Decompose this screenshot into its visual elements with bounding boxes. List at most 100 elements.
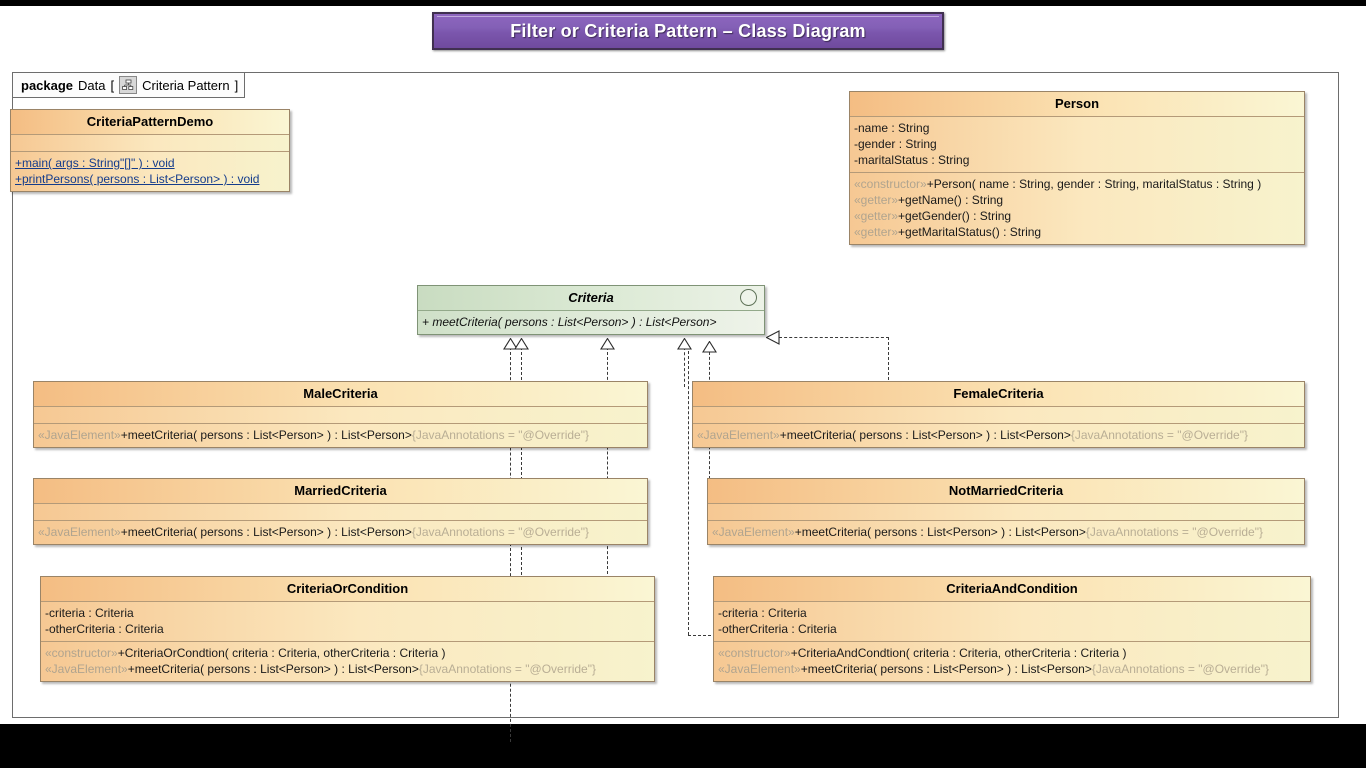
class-name-notmarriedcriteria: NotMarriedCriteria xyxy=(708,479,1304,504)
annotation-label: {JavaAnnotations = "@Override"} xyxy=(1091,662,1269,676)
interface-ball-icon xyxy=(740,289,757,306)
stereotype-label: «JavaElement» xyxy=(697,428,780,442)
method-row: «constructor»+CriteriaOrCondtion( criter… xyxy=(45,645,650,661)
attributes-compartment-criteriaandcondition: -criteria : Criteria -otherCriteria : Cr… xyxy=(714,602,1310,642)
class-name-criteriapatterndemo: CriteriaPatternDemo xyxy=(11,110,289,135)
attribute-row: -otherCriteria : Criteria xyxy=(718,622,837,636)
method-signature: +CriteriaOrCondtion( criteria : Criteria… xyxy=(117,646,446,660)
method-signature: +meetCriteria( persons : List<Person> ) … xyxy=(120,525,412,539)
method-row: «constructor»+Person( name : String, gen… xyxy=(854,176,1300,192)
class-box-person[interactable]: Person -name : String -gender : String -… xyxy=(849,91,1305,245)
class-box-femalecriteria[interactable]: FemaleCriteria «JavaElement»+meetCriteri… xyxy=(692,381,1305,448)
attribute-row: -criteria : Criteria xyxy=(45,606,134,620)
generalization-arrowhead-female xyxy=(677,337,692,355)
method-signature: +getName() : String xyxy=(898,193,1004,207)
realization-orcondition-criteria xyxy=(607,347,608,579)
class-box-criteriaorcondition[interactable]: CriteriaOrCondition -criteria : Criteria… xyxy=(40,576,655,682)
methods-compartment-notmarriedcriteria: «JavaElement»+meetCriteria( persons : Li… xyxy=(708,521,1304,544)
class-name-femalecriteria: FemaleCriteria xyxy=(693,382,1304,407)
method-signature: +meetCriteria( persons : List<Person> ) … xyxy=(800,662,1092,676)
methods-compartment-malecriteria: «JavaElement»+meetCriteria( persons : Li… xyxy=(34,424,647,447)
generalization-arrowhead-male xyxy=(503,337,518,355)
class-name-marriedcriteria: MarriedCriteria xyxy=(34,479,647,504)
interface-name-criteria: Criteria xyxy=(418,286,764,311)
method-row: «JavaElement»+meetCriteria( persons : Li… xyxy=(38,427,643,443)
stereotype-label: «constructor» xyxy=(718,646,791,660)
stereotype-label: «JavaElement» xyxy=(712,525,795,539)
annotation-label: {JavaAnnotations = "@Override"} xyxy=(418,662,596,676)
stereotype-label: «JavaElement» xyxy=(718,662,801,676)
package-bracket-open: [ xyxy=(110,77,115,93)
method-signature: +getGender() : String xyxy=(898,209,1012,223)
realization-andcondition-vertical xyxy=(888,337,889,385)
methods-compartment-criteria: + meetCriteria( persons : List<Person> )… xyxy=(418,311,764,334)
attribute-row: -criteria : Criteria xyxy=(718,606,807,620)
methods-compartment-femalecriteria: «JavaElement»+meetCriteria( persons : Li… xyxy=(693,424,1304,447)
method-row: «getter»+getName() : String xyxy=(854,192,1300,208)
attributes-compartment-malecriteria xyxy=(34,407,647,424)
class-name-criteriaorcondition: CriteriaOrCondition xyxy=(41,577,654,602)
stereotype-label: «constructor» xyxy=(45,646,118,660)
page-title: Filter or Criteria Pattern – Class Diagr… xyxy=(510,20,866,41)
package-header-tab: package Data [ Criteria Pattern ] xyxy=(12,72,246,98)
attributes-compartment-notmarriedcriteria xyxy=(708,504,1304,521)
methods-compartment-criteriapatterndemo: +main( args : String"[]" ) : void +print… xyxy=(11,152,289,191)
stereotype-label: «getter» xyxy=(854,193,899,207)
methods-compartment-criteriaandcondition: «constructor»+CriteriaAndCondtion( crite… xyxy=(714,642,1310,681)
diagram-title-banner: Filter or Criteria Pattern – Class Diagr… xyxy=(432,12,944,50)
method-signature: +meetCriteria( persons : List<Person> ) … xyxy=(120,428,412,442)
annotation-label: {JavaAnnotations = "@Override"} xyxy=(411,525,589,539)
method-signature: +meetCriteria( persons : List<Person> ) … xyxy=(779,428,1071,442)
class-box-marriedcriteria[interactable]: MarriedCriteria «JavaElement»+meetCriter… xyxy=(33,478,648,545)
annotation-label: {JavaAnnotations = "@Override"} xyxy=(1085,525,1263,539)
method-row: «JavaElement»+meetCriteria( persons : Li… xyxy=(697,427,1300,443)
annotation-label: {JavaAnnotations = "@Override"} xyxy=(1070,428,1248,442)
class-box-criteriapatterndemo[interactable]: CriteriaPatternDemo +main( args : String… xyxy=(10,109,290,192)
realization-andcondition-horizontal-bottom xyxy=(688,635,716,636)
method-row: +printPersons( persons : List<Person> ) … xyxy=(15,172,260,186)
package-name: Data xyxy=(78,77,106,93)
generalization-arrowhead-married xyxy=(514,337,529,355)
method-row: «getter»+getMaritalStatus() : String xyxy=(854,224,1300,240)
package-bracket-close: ] xyxy=(234,77,239,93)
class-name-criteriaandcondition: CriteriaAndCondition xyxy=(714,577,1310,602)
class-box-criteriaandcondition[interactable]: CriteriaAndCondition -criteria : Criteri… xyxy=(713,576,1311,682)
realization-married-criteria xyxy=(521,347,522,575)
realization-andcondition-vertical-lower xyxy=(688,351,689,635)
attributes-compartment-person: -name : String -gender : String -marital… xyxy=(850,117,1304,173)
methods-compartment-criteriaorcondition: «constructor»+CriteriaOrCondtion( criter… xyxy=(41,642,654,681)
stereotype-label: «getter» xyxy=(854,225,899,239)
interface-box-criteria[interactable]: Criteria + meetCriteria( persons : List<… xyxy=(417,285,765,335)
methods-compartment-marriedcriteria: «JavaElement»+meetCriteria( persons : Li… xyxy=(34,521,647,544)
realization-andcondition-horizontal-top xyxy=(779,337,889,338)
package-diagram-name: Criteria Pattern xyxy=(142,77,230,93)
stereotype-label: «JavaElement» xyxy=(38,428,121,442)
realization-female-criteria xyxy=(684,347,685,387)
attributes-compartment-criteriapatterndemo xyxy=(11,135,289,152)
stereotype-label: «getter» xyxy=(854,209,899,223)
method-signature: +getMaritalStatus() : String xyxy=(898,225,1042,239)
method-row: «constructor»+CriteriaAndCondtion( crite… xyxy=(718,645,1306,661)
generalization-arrowhead-orcondition xyxy=(600,337,615,355)
class-diagram-icon xyxy=(119,76,138,94)
generalization-arrowhead-andcondition xyxy=(765,330,780,350)
method-signature: +meetCriteria( persons : List<Person> ) … xyxy=(794,525,1086,539)
attributes-compartment-marriedcriteria xyxy=(34,504,647,521)
methods-compartment-person: «constructor»+Person( name : String, gen… xyxy=(850,173,1304,244)
attribute-row: -name : String xyxy=(854,121,930,135)
stereotype-label: «JavaElement» xyxy=(38,525,121,539)
diagram-page: Filter or Criteria Pattern – Class Diagr… xyxy=(0,6,1366,742)
attributes-compartment-criteriaorcondition: -criteria : Criteria -otherCriteria : Cr… xyxy=(41,602,654,642)
method-row: «JavaElement»+meetCriteria( persons : Li… xyxy=(45,661,650,677)
package-keyword: package xyxy=(21,77,74,93)
method-row: «JavaElement»+meetCriteria( persons : Li… xyxy=(38,524,643,540)
attribute-row: -otherCriteria : Criteria xyxy=(45,622,164,636)
method-signature: +CriteriaAndCondtion( criteria : Criteri… xyxy=(790,646,1127,660)
method-row: +main( args : String"[]" ) : void xyxy=(15,156,175,170)
attribute-row: -maritalStatus : String xyxy=(854,153,970,167)
class-box-malecriteria[interactable]: MaleCriteria «JavaElement»+meetCriteria(… xyxy=(33,381,648,448)
method-row: «JavaElement»+meetCriteria( persons : Li… xyxy=(718,661,1306,677)
class-box-notmarriedcriteria[interactable]: NotMarriedCriteria «JavaElement»+meetCri… xyxy=(707,478,1305,545)
class-name-person: Person xyxy=(850,92,1304,117)
generalization-arrowhead-notmarried xyxy=(702,340,717,358)
